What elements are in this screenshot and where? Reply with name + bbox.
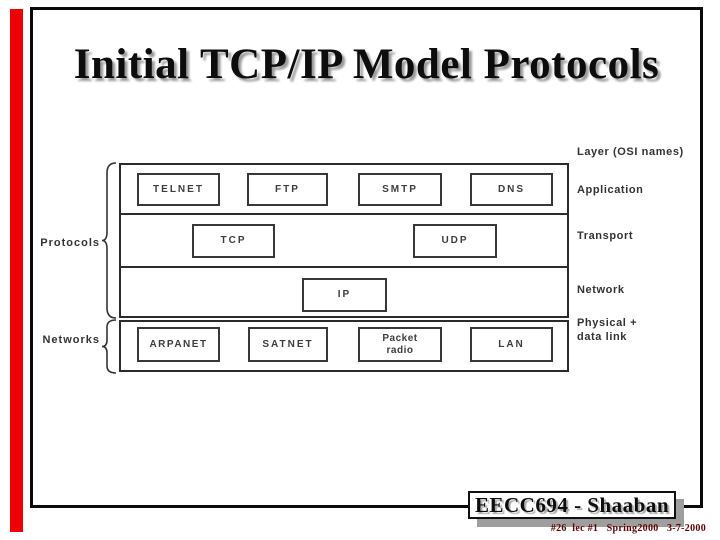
protocol-box-smtp: SMTP xyxy=(358,173,442,206)
protocol-box-udp: UDP xyxy=(413,224,497,258)
application-transport-divider xyxy=(119,213,569,215)
protocol-box-tcp: TCP xyxy=(192,224,275,258)
transport-layer-label: Transport xyxy=(577,230,634,242)
slide-title: Initial TCP/IP Model Protocols xyxy=(73,41,660,88)
course-badge: EECC694 - Shaaban xyxy=(468,491,676,519)
networks-brace xyxy=(101,319,117,374)
protocols-brace xyxy=(101,162,117,319)
left-red-accent-bar xyxy=(10,9,23,532)
network-box-lan: LAN xyxy=(470,327,553,362)
protocol-box-ip: IP xyxy=(302,278,387,312)
network-box-satnet: SATNET xyxy=(248,327,328,362)
protocol-box-telnet: TELNET xyxy=(137,173,220,206)
application-layer-label: Application xyxy=(577,184,644,196)
slide-border-frame xyxy=(30,7,703,508)
network-layer-label: Network xyxy=(577,284,625,296)
protocol-box-dns: DNS xyxy=(470,173,553,206)
protocols-group-label: Protocols xyxy=(40,237,100,249)
networks-group-label: Networks xyxy=(42,334,100,346)
osi-names-header: Layer (OSI names) xyxy=(577,146,684,158)
physical-data-link-layer-label: Physical + data link xyxy=(577,317,638,343)
course-badge-text: EECC694 - Shaaban xyxy=(474,492,670,517)
network-box-arpanet: ARPANET xyxy=(137,327,220,362)
lecture-footnote: #26 lec #1 Spring2000 3-7-2000 xyxy=(550,523,706,534)
protocol-box-ftp: FTP xyxy=(247,173,328,206)
transport-network-divider xyxy=(119,266,569,268)
network-box-packet-radio: Packet radio xyxy=(358,327,442,362)
